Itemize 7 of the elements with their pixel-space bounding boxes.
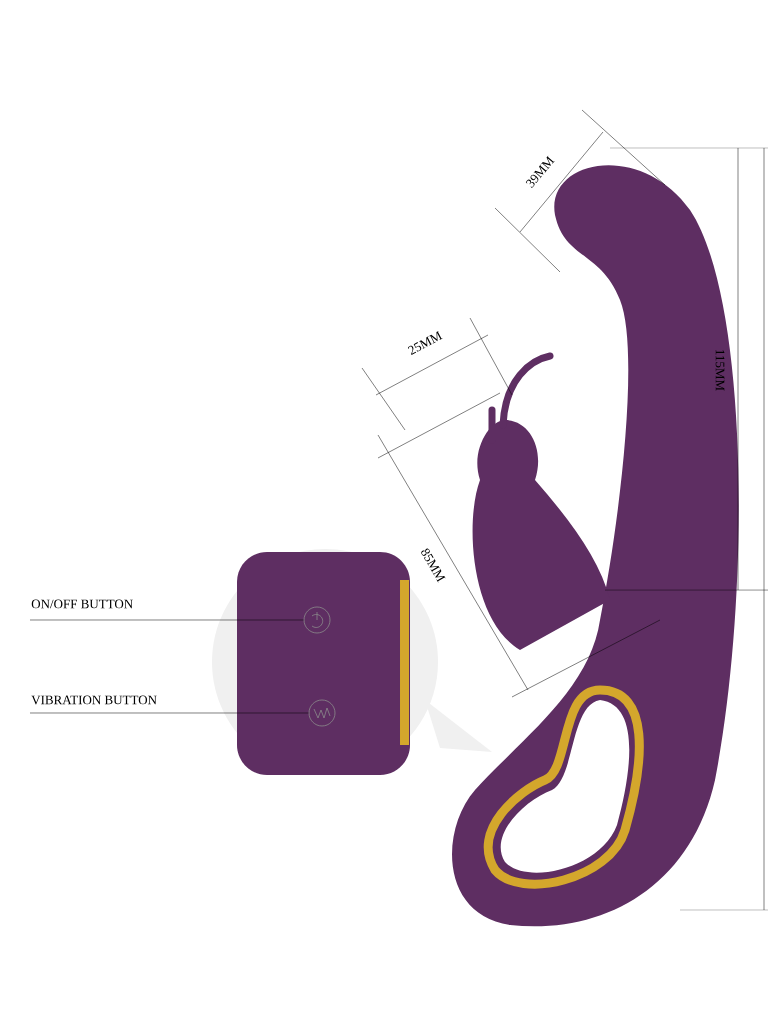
power-button-icon: [303, 606, 331, 634]
button-label: VIBRATION BUTTON: [31, 695, 157, 705]
button-label: ON/OFF BUTTON: [31, 599, 133, 609]
dimension-label: 115MM: [715, 350, 725, 391]
leader-line: [29, 712, 309, 714]
leader-line: [29, 619, 304, 621]
vibration-button-icon: [308, 699, 336, 727]
